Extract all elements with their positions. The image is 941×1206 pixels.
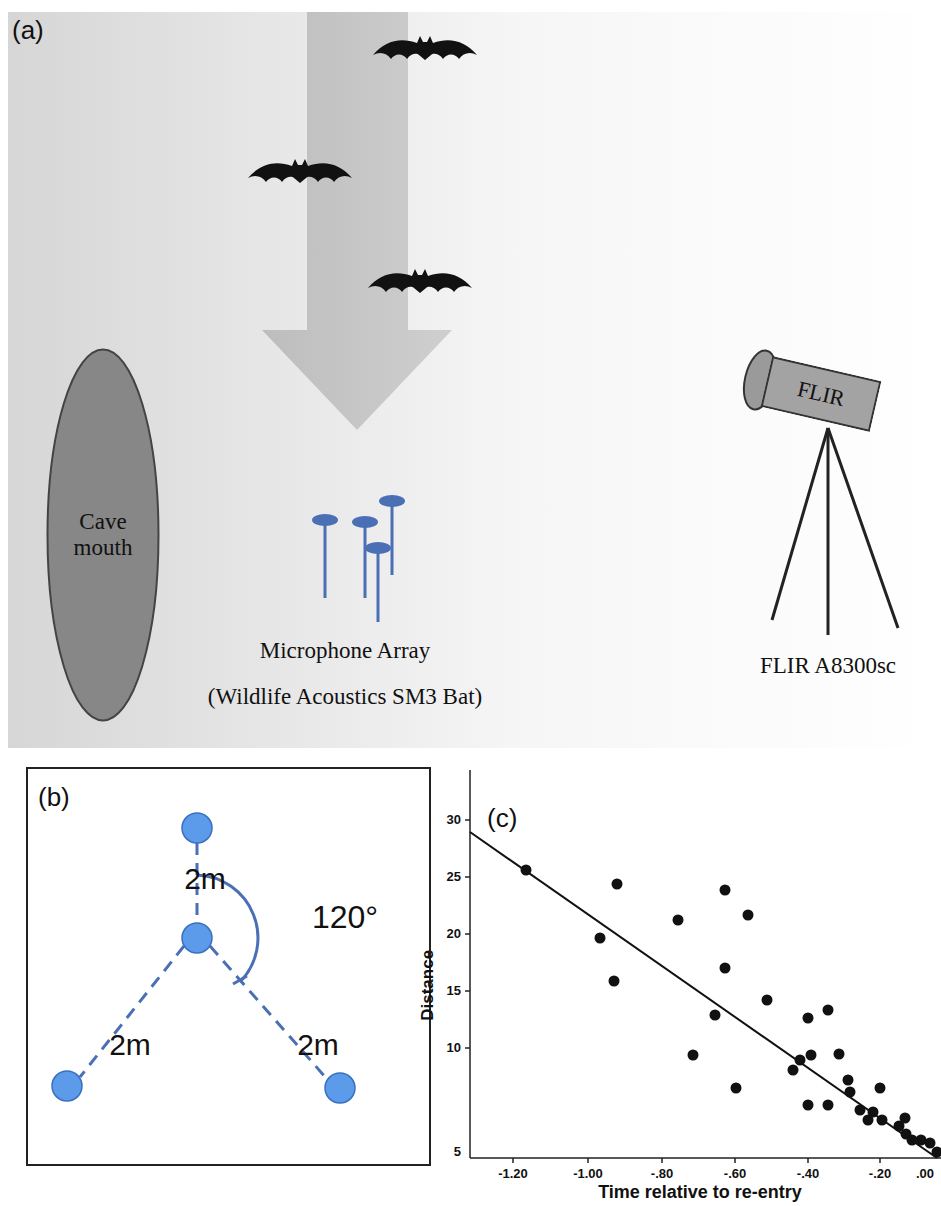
- flight-arrow: [262, 12, 452, 430]
- data-point: [710, 1010, 721, 1021]
- data-point: [762, 995, 773, 1006]
- camera-label: FLIR A8300sc: [760, 653, 896, 678]
- tick-label: 15: [447, 984, 461, 998]
- array-label: Microphone Array: [260, 638, 431, 663]
- distance-label: 2m: [109, 1028, 151, 1061]
- data-point: [688, 1050, 699, 1061]
- panel-background: [8, 12, 941, 748]
- tick-label: -.20: [869, 1167, 891, 1181]
- tick-label: 25: [447, 870, 461, 884]
- node-text: Cave mouth: [63, 509, 143, 561]
- tick-label: -1.20: [498, 1167, 528, 1181]
- cave-mouth-shape: [48, 350, 159, 721]
- tick-label: .00: [916, 1167, 934, 1181]
- tick-label: 30: [447, 813, 461, 827]
- data-point: [875, 1083, 886, 1094]
- axis-title: Distance: [419, 950, 438, 1021]
- bat: [373, 36, 477, 60]
- data-point: [877, 1115, 888, 1126]
- data-point: [932, 1147, 941, 1158]
- distance-label: 2m: [184, 862, 226, 895]
- data-point: [731, 1083, 742, 1094]
- data-point: [843, 1075, 854, 1086]
- dashed-spacing-line: [80, 843, 327, 1079]
- data-point: [803, 1100, 814, 1111]
- data-point: [720, 885, 731, 896]
- data-point: [823, 1100, 834, 1111]
- data-point: [788, 1065, 799, 1076]
- tick-label: -.40: [797, 1167, 819, 1181]
- data-point: [806, 1050, 817, 1061]
- cave-mouth: Cave mouth: [46, 348, 160, 722]
- tick-label: 20: [447, 927, 461, 941]
- camera-body: FLIR: [761, 356, 882, 432]
- data-point: [900, 1113, 911, 1124]
- data-point: [845, 1087, 856, 1098]
- angle-arc-end: [233, 976, 247, 984]
- regression-line: [470, 832, 937, 1158]
- data-point: [720, 963, 731, 974]
- axis-title: Time relative to re-entry: [598, 1183, 802, 1203]
- chart-axes: [465, 770, 941, 1163]
- data-point: [743, 910, 754, 921]
- panel-letter: (a): [12, 16, 44, 45]
- tick-label: 5: [454, 1145, 461, 1159]
- panel-letter: (b): [38, 783, 70, 812]
- camera-body-shape: [762, 357, 880, 430]
- data-point: [673, 915, 684, 926]
- data-point: [609, 976, 620, 987]
- microphone-head: [312, 495, 405, 554]
- tick-label: -1.00: [573, 1167, 603, 1181]
- bat: [248, 159, 352, 183]
- data-point: [612, 879, 623, 890]
- data-point: [925, 1138, 936, 1149]
- angle-label: 120°: [312, 900, 378, 935]
- data-point: [868, 1107, 879, 1118]
- data-point: [803, 1013, 814, 1024]
- panel-frame: [27, 768, 430, 1165]
- data-points: [521, 865, 941, 1158]
- tick-label: 10: [447, 1041, 461, 1055]
- tick-label: -.60: [724, 1167, 746, 1181]
- tripod: [772, 428, 898, 635]
- panel-letter: (c): [487, 804, 517, 833]
- tick-label: -.80: [651, 1167, 673, 1181]
- data-point: [795, 1055, 806, 1066]
- data-point: [595, 933, 606, 944]
- distance-label: 2m: [297, 1028, 339, 1061]
- array-label: (Wildlife Acoustics SM3 Bat): [208, 684, 482, 709]
- microphone-position: [52, 813, 355, 1103]
- data-point: [855, 1105, 866, 1116]
- data-point: [834, 1049, 845, 1060]
- data-point: [521, 865, 532, 876]
- bat: [368, 269, 472, 293]
- data-point: [823, 1005, 834, 1016]
